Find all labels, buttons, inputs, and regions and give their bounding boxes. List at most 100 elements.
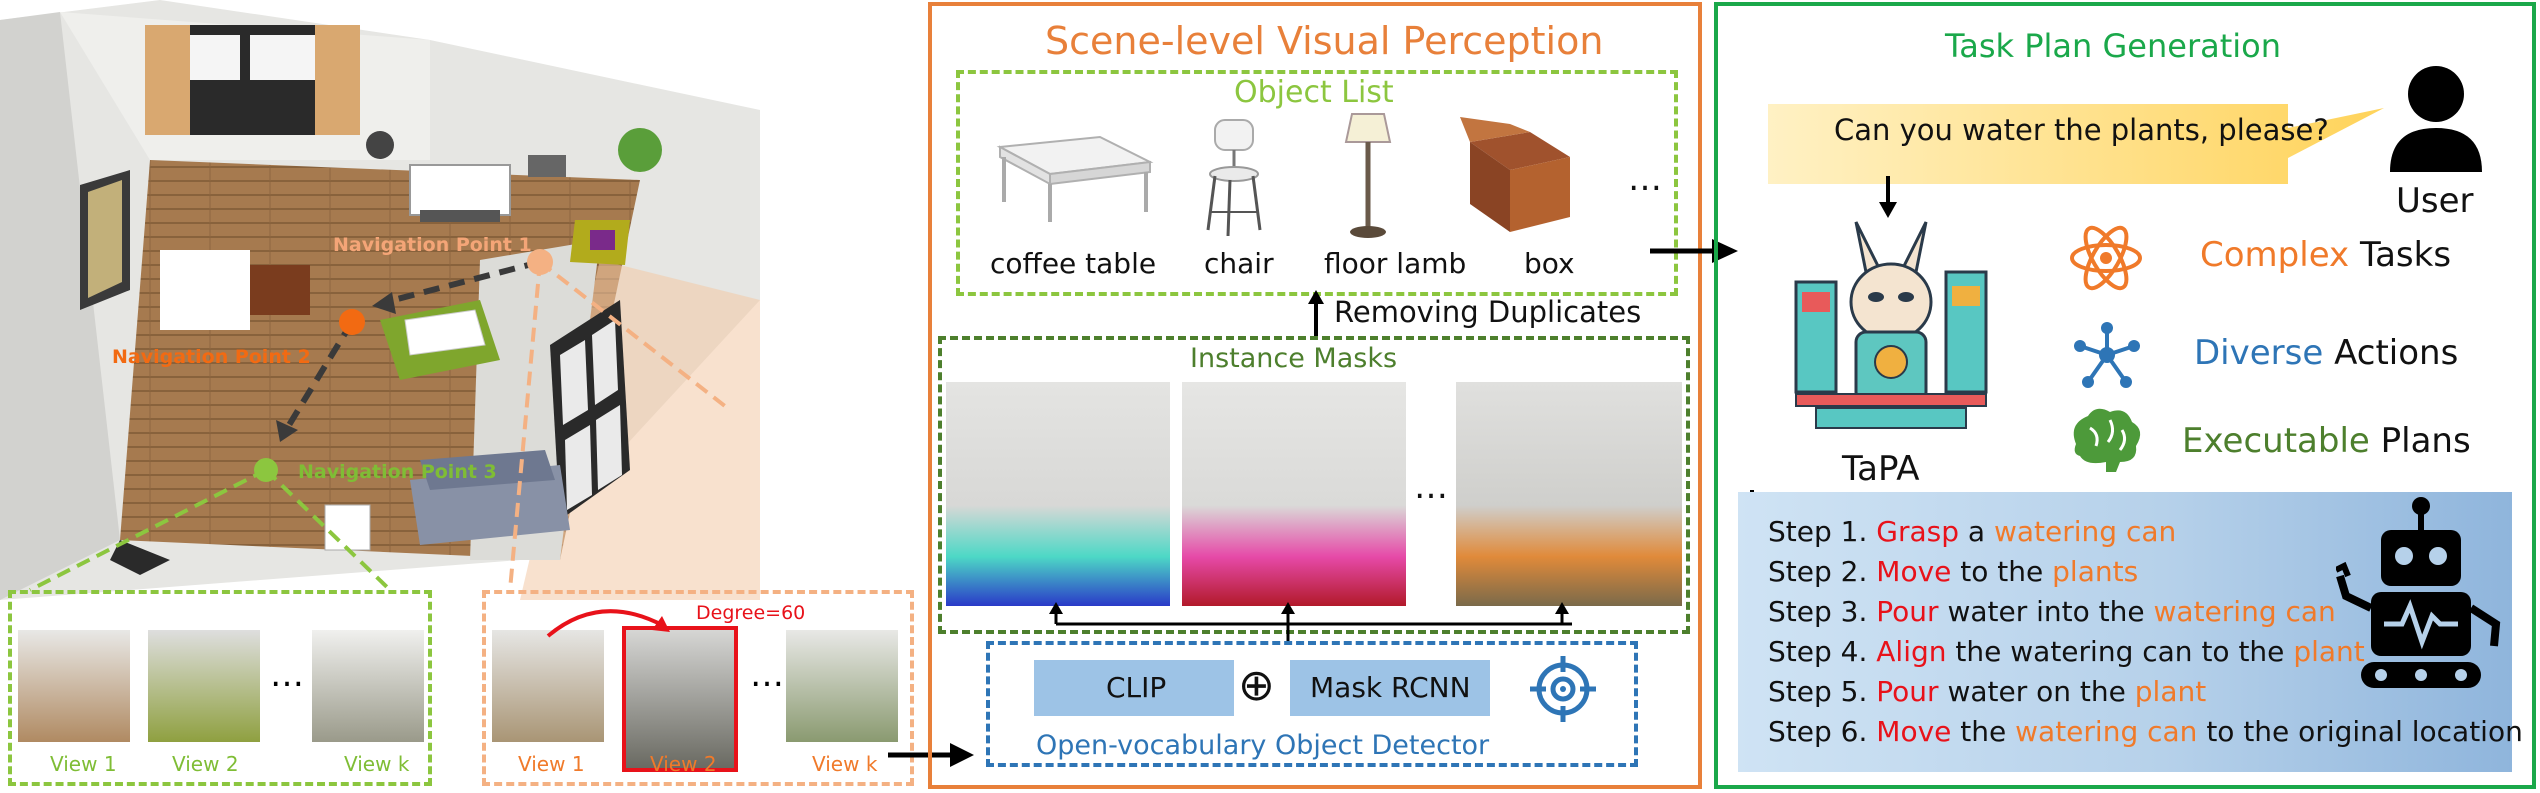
removing-duplicates-label: Removing Duplicates xyxy=(1334,295,1642,329)
step-line: Step 1. Grasp a watering can xyxy=(1768,512,2468,552)
step-action: Pour xyxy=(1876,595,1939,628)
view-label: View 2 xyxy=(650,752,717,776)
step-object: watering can xyxy=(2153,595,2336,628)
feature-highlight: Diverse xyxy=(2194,333,2324,373)
object-images xyxy=(996,113,1570,238)
user-question: Can you water the plants, please? xyxy=(1834,113,2329,147)
brain-icon xyxy=(2073,408,2141,472)
detector-label: Open-vocabulary Object Detector xyxy=(1036,730,1490,761)
object-list-title: Object List xyxy=(1234,75,1394,110)
step-text: Step 2. xyxy=(1768,555,1877,588)
step-line: Step 4. Align the watering can to the pl… xyxy=(1768,632,2468,672)
object-list-ellipsis: … xyxy=(1628,159,1662,199)
instance-masks-title: Instance Masks xyxy=(1190,343,1398,374)
step-text: to the original location xyxy=(2197,715,2523,748)
taskplan-title: Task Plan Generation xyxy=(1945,27,2281,65)
view-thumb xyxy=(312,630,424,742)
chair-image xyxy=(1206,119,1262,237)
step-text: a xyxy=(1959,515,1994,548)
feature-diverse: Diverse Actions xyxy=(2194,336,2458,370)
step-text: Step 3. xyxy=(1768,595,1877,628)
nav-point-2-label: Navigation Point 2 xyxy=(112,346,311,368)
room-scene: Navigation Point 1 Navigation Point 2 Na… xyxy=(0,0,900,600)
nav-point-2-marker xyxy=(339,309,365,335)
tapa-llama-illustration xyxy=(1794,221,1988,429)
feature-executable: Executable Plans xyxy=(2182,424,2471,458)
step-text: Step 5. xyxy=(1768,675,1877,708)
view-label: View 1 xyxy=(518,752,585,776)
clip-label: CLIP xyxy=(1106,671,1167,704)
speech-bubble xyxy=(1768,104,2384,184)
step-action: Align xyxy=(1876,635,1947,668)
step-text: Step 6. xyxy=(1768,715,1877,748)
detector-to-masks-arrows xyxy=(1049,602,1572,642)
perception-panel xyxy=(928,2,1702,789)
view-thumb xyxy=(786,630,898,742)
feature-rest: Plans xyxy=(2369,421,2471,461)
nav-point-1-label: Navigation Point 1 xyxy=(333,234,532,256)
arrow-up xyxy=(1308,290,1324,336)
coffee-table-image xyxy=(996,135,1154,222)
feature-rest: Tasks xyxy=(2349,235,2452,275)
view-label: View k xyxy=(812,752,878,776)
step-text: water on the xyxy=(1938,675,2135,708)
step-text: the xyxy=(1951,715,2016,748)
step-text: Step 1. xyxy=(1768,515,1877,548)
mask-image xyxy=(1182,382,1406,606)
step-line: Step 3. Pour water into the watering can xyxy=(1768,592,2468,632)
detector-box xyxy=(986,641,1638,767)
mask-image xyxy=(946,382,1170,606)
nav-point-3-marker xyxy=(254,458,278,482)
ellipsis: … xyxy=(270,655,304,695)
step-line: Step 6. Move the watering can to the ori… xyxy=(1768,712,2523,752)
step-text: to the xyxy=(1951,555,2053,588)
tapa-label: TaPA xyxy=(1842,449,1920,489)
feature-rest: Actions xyxy=(2323,333,2459,373)
step-object: watering can xyxy=(1993,515,2177,548)
views-panel-nav3: … View 1 View 2 View k xyxy=(8,590,432,786)
step-action: Pour xyxy=(1876,675,1939,708)
arrow-down xyxy=(1879,176,1897,218)
rotation-arrow xyxy=(546,609,670,638)
object-label: floor lamb xyxy=(1324,247,1467,280)
mask-rcnn-label: Mask RCNN xyxy=(1310,671,1471,704)
floor-lamp-image xyxy=(1344,113,1392,238)
nav-point-1-marker xyxy=(527,249,553,275)
box-image xyxy=(1460,117,1570,232)
views-panel-nav1: … View 1 View 2 View k Degree=60 xyxy=(482,590,914,786)
arrow-to-taskplan xyxy=(1650,239,1738,263)
ellipsis: … xyxy=(750,655,784,695)
target-icon xyxy=(1530,656,1596,722)
object-label: coffee table xyxy=(990,247,1157,280)
network-icon xyxy=(2074,322,2140,388)
arrow-to-detector xyxy=(888,743,974,767)
robot-icon xyxy=(2336,497,2501,688)
atom-icon xyxy=(2070,225,2142,291)
feature-highlight: Complex xyxy=(2200,235,2350,275)
step-line: Step 2. Move to the plants xyxy=(1768,552,2468,592)
view-label: View k xyxy=(344,752,410,776)
step-line: Step 5. Pour water on the plant xyxy=(1768,672,2468,712)
view-thumb xyxy=(148,630,260,742)
view-thumb-selected xyxy=(622,626,738,772)
feature-highlight: Executable xyxy=(2182,421,2370,461)
navigation-path xyxy=(29,249,732,592)
clip-block xyxy=(1034,660,1234,716)
object-label: chair xyxy=(1204,247,1274,280)
taskplan-panel xyxy=(1714,2,2536,789)
mask-rcnn-block xyxy=(1290,660,1490,716)
step-text: the watering can to the xyxy=(1946,635,2294,668)
plus-icon: ⊕ xyxy=(1238,660,1275,711)
step-text: Step 4. xyxy=(1768,635,1877,668)
step-action: Move xyxy=(1876,715,1952,748)
instance-masks-box xyxy=(938,336,1690,634)
user-icon xyxy=(2390,66,2482,172)
step-action: Grasp xyxy=(1876,515,1960,548)
view-label: View 1 xyxy=(50,752,117,776)
mask-image xyxy=(1456,382,1682,606)
perception-title: Scene-level Visual Perception xyxy=(1045,19,1604,63)
instance-ellipsis: … xyxy=(1414,467,1448,507)
object-label: box xyxy=(1524,247,1575,280)
nav-point-3-label: Navigation Point 3 xyxy=(298,461,497,483)
step-object: plant xyxy=(2293,635,2365,668)
